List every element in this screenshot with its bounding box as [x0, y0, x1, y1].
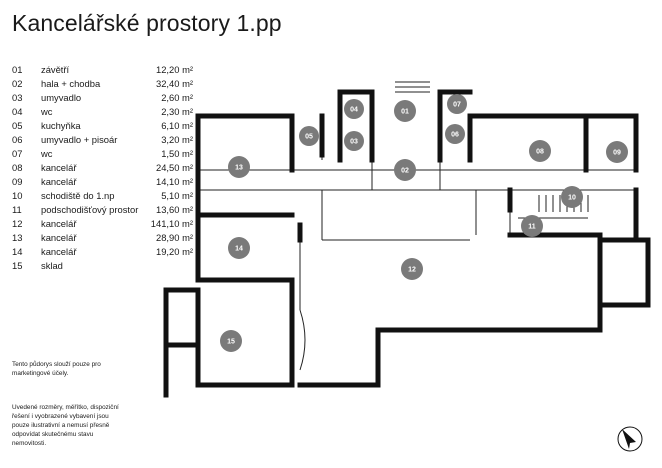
legend-name: wc: [41, 106, 53, 117]
svg-text:03: 03: [350, 139, 358, 146]
svg-text:11: 11: [528, 224, 536, 231]
exterior-walls: [163, 89, 651, 398]
legend-area: 19,20 m²: [156, 246, 193, 257]
room-marker: 05: [299, 126, 319, 146]
legend-num: 15: [12, 260, 23, 271]
legend-row: 12 kancelář 141,10 m²: [12, 217, 198, 231]
room-marker: 09: [606, 141, 628, 163]
legend-name: podschodišťový prostor: [41, 204, 139, 215]
legend-row: 10 schodiště do 1.np 5,10 m²: [12, 189, 198, 203]
disclaimer-note: Uvedené rozměry, měřítko, dispoziční řeš…: [12, 404, 119, 447]
legend-area: 5,10 m²: [161, 190, 193, 201]
svg-text:09: 09: [613, 150, 621, 157]
svg-text:10: 10: [568, 195, 576, 202]
legend-row: 07 wc 1,50 m²: [12, 147, 198, 161]
legend-area: 14,10 m²: [156, 176, 193, 187]
legend-row: 14 kancelář 19,20 m²: [12, 245, 198, 259]
legend-name: schodiště do 1.np: [41, 190, 115, 201]
legend-name: wc: [41, 148, 53, 159]
svg-text:07: 07: [453, 102, 461, 109]
legend-area: 6,10 m²: [161, 120, 193, 131]
legend-area: 12,20 m²: [156, 64, 193, 75]
legend-num: 01: [12, 64, 23, 75]
legend-num: 07: [12, 148, 23, 159]
legend-row: 15 sklad: [12, 259, 198, 273]
room-marker: 06: [445, 124, 465, 144]
legend-area: 24,50 m²: [156, 162, 193, 173]
legend-name: hala + chodba: [41, 78, 101, 89]
room-marker: 10: [561, 186, 583, 208]
svg-text:14: 14: [235, 246, 243, 253]
legend-row: 08 kancelář 24,50 m²: [12, 161, 198, 175]
legend-name: kancelář: [41, 246, 77, 257]
svg-text:06: 06: [451, 132, 459, 139]
legend-name: kancelář: [41, 232, 77, 243]
legend-num: 09: [12, 176, 23, 187]
legend-name: kancelář: [41, 218, 77, 229]
svg-text:08: 08: [536, 149, 544, 156]
legend-area: 32,40 m²: [156, 78, 193, 89]
legend-num: 10: [12, 190, 23, 201]
svg-text:15: 15: [227, 339, 235, 346]
legend-num: 02: [12, 78, 23, 89]
legend-area: 13,60 m²: [156, 204, 193, 215]
legend-num: 04: [12, 106, 23, 117]
legend-area: 1,50 m²: [161, 148, 193, 159]
legend-area: 3,20 m²: [161, 134, 193, 145]
svg-text:04: 04: [350, 107, 358, 114]
page-title: Kancelářské prostory 1.pp: [12, 10, 282, 36]
legend-name: kancelář: [41, 162, 77, 173]
svg-text:13: 13: [235, 165, 243, 172]
legend-row: 02 hala + chodba 32,40 m²: [12, 77, 198, 91]
svg-text:05: 05: [305, 134, 313, 141]
legend-area: 2,60 m²: [161, 92, 193, 103]
legend-row: 01 závětří 12,20 m²: [12, 63, 198, 77]
legend-name: kancelář: [41, 176, 77, 187]
room-marker: 08: [529, 140, 551, 162]
legend-area: 2,30 m²: [161, 106, 193, 117]
legend-row: 13 kancelář 28,90 m²: [12, 231, 198, 245]
legend-num: 11: [12, 204, 22, 215]
room-marker: 07: [447, 94, 467, 114]
legend-area: 141,10 m²: [150, 218, 193, 229]
svg-text:12: 12: [408, 267, 416, 274]
legend-num: 14: [12, 246, 23, 257]
room-marker: 03: [344, 131, 364, 151]
room-marker: 14: [228, 237, 250, 259]
legend-row: 11 podschodišťový prostor 13,60 m²: [12, 203, 198, 217]
room-marker: 15: [220, 330, 242, 352]
legend-num: 03: [12, 92, 23, 103]
room-marker: 02: [394, 159, 416, 181]
legend-name: umyvadlo + pisoár: [41, 134, 118, 145]
legend-name: umyvadlo: [41, 92, 82, 103]
legend-row: 05 kuchyňka 6,10 m²: [12, 119, 198, 133]
legend-row: 09 kancelář 14,10 m²: [12, 175, 198, 189]
legend-row: 04 wc 2,30 m²: [12, 105, 198, 119]
legend-num: 13: [12, 232, 23, 243]
room-marker: 12: [401, 258, 423, 280]
legend-num: 08: [12, 162, 23, 173]
legend-num: 05: [12, 120, 23, 131]
room-marker: 13: [228, 156, 250, 178]
room-marker: 04: [344, 99, 364, 119]
legend-area: 28,90 m²: [156, 232, 193, 243]
interior-lines: [198, 81, 636, 371]
room-legend: 01 závětří 12,20 m² 02 hala + chodba 32,40 m²…: [12, 63, 198, 273]
svg-text:01: 01: [401, 109, 409, 116]
legend-row: 06 umyvadlo + pisoár 3,20 m²: [12, 133, 198, 147]
marketing-note: Tento půdorys slouží pouze pro marketing…: [12, 361, 101, 377]
legend-num: 12: [12, 218, 23, 229]
svg-text:02: 02: [401, 168, 409, 175]
legend-num: 06: [12, 134, 23, 145]
legend-name: závětří: [41, 64, 70, 75]
room-marker: 01: [394, 100, 416, 122]
legend-row: 03 umyvadlo 2,60 m²: [12, 91, 198, 105]
north-arrow-icon: [617, 426, 643, 452]
legend-name: kuchyňka: [41, 120, 81, 131]
room-markers: 01 02 03 04 05 06 07 08 09 10 11 12 13 1…: [220, 94, 628, 352]
legend-name: sklad: [41, 260, 63, 271]
room-marker: 11: [521, 215, 543, 237]
